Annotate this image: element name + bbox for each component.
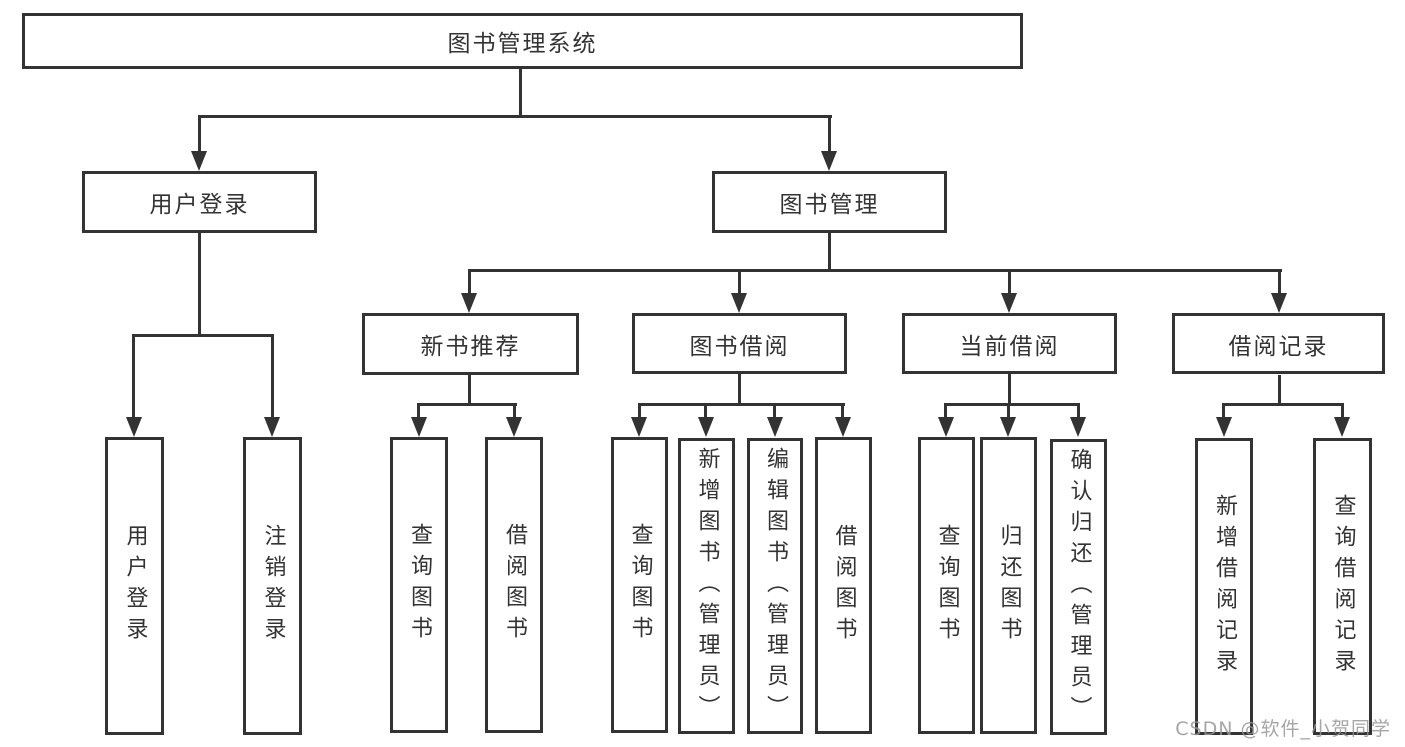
leaf-borrow-books-borrowing: 借阅图书 — [815, 437, 872, 734]
node-label: 用户登录 — [122, 524, 148, 648]
node-label: 图书管理 — [779, 192, 880, 218]
connector-root-stem — [519, 69, 522, 117]
connector-drop — [1278, 269, 1281, 295]
arrow-down-icon — [126, 417, 142, 437]
node-label: 借阅图书 — [831, 523, 857, 648]
arrow-down-icon — [1334, 417, 1350, 437]
connector-drop — [132, 334, 135, 419]
leaf-logout: 注销登录 — [243, 437, 302, 735]
arrow-down-icon — [411, 417, 427, 437]
node-label: 查询图书 — [407, 523, 432, 647]
connector-records-branch — [1222, 403, 1344, 406]
arrow-down-icon — [1070, 417, 1086, 437]
connector-drop — [738, 269, 741, 295]
arrow-down-icon — [821, 151, 837, 171]
connector-newbook-branch — [417, 403, 517, 406]
arrow-down-icon — [461, 293, 477, 313]
node-borrowing-records: 借阅记录 — [1172, 313, 1385, 374]
connector-drop — [841, 403, 844, 419]
connector-drop — [1341, 403, 1344, 419]
node-user-login: 用户登录 — [82, 171, 317, 233]
arrow-down-icon — [731, 293, 747, 313]
node-new-book-recommend: 新书推荐 — [362, 313, 579, 375]
node-book-borrowing: 图书借阅 — [632, 313, 847, 374]
node-label: 用户登录 — [149, 192, 250, 218]
node-label: 新增借阅记录 — [1212, 493, 1237, 680]
connector-drop — [417, 403, 420, 419]
node-label: 编辑图书（管理员） — [763, 446, 788, 726]
leaf-return-books: 归还图书 — [980, 437, 1037, 734]
node-label: 确认归还（管理员） — [1066, 447, 1092, 727]
connector-drop — [198, 115, 201, 153]
node-label: 图书借阅 — [689, 333, 790, 360]
arrow-down-icon — [1216, 417, 1232, 437]
connector-bookmgmt-stem — [828, 233, 831, 271]
arrow-down-icon — [1271, 293, 1287, 313]
connector-drop — [828, 115, 831, 153]
connector-records-stem — [1278, 375, 1281, 406]
leaf-add-books-admin: 新增图书（管理员） — [678, 438, 735, 734]
connector-drop — [704, 403, 707, 419]
arrow-down-icon — [506, 417, 522, 437]
arrow-down-icon — [631, 417, 647, 437]
node-library-system: 图书管理系统 — [22, 13, 1023, 69]
node-label: 注销登录 — [260, 524, 286, 648]
node-label: 新书推荐 — [420, 334, 521, 360]
connector-drop — [468, 269, 471, 295]
node-label: 新增图书（管理员） — [694, 446, 720, 726]
connector-newbook-stem — [468, 375, 471, 406]
node-label: 归还图书 — [996, 523, 1022, 648]
node-label: 查询图书 — [627, 523, 653, 647]
node-current-borrowing: 当前借阅 — [902, 313, 1117, 374]
connector-drop — [271, 334, 274, 419]
arrow-down-icon — [698, 417, 714, 437]
connector-userlogin-branch — [132, 334, 274, 337]
connector-drop — [1008, 269, 1011, 295]
leaf-borrow-books-recommend: 借阅图书 — [485, 437, 543, 733]
connector-drop — [513, 403, 516, 419]
node-label: 图书管理系统 — [447, 31, 598, 57]
node-label: 借阅图书 — [502, 523, 527, 647]
arrow-down-icon — [1001, 293, 1017, 313]
leaf-query-books-recommend: 查询图书 — [390, 437, 448, 733]
leaf-query-books-borrowing: 查询图书 — [611, 437, 668, 733]
leaf-confirm-return-admin: 确认归还（管理员） — [1050, 439, 1107, 735]
node-label: 查询借阅记录 — [1330, 493, 1356, 680]
node-label: 查询图书 — [934, 523, 960, 648]
connector-userlogin-stem — [198, 233, 201, 337]
connector-drop — [1007, 403, 1010, 419]
csdn-watermark: CSDN @软件_小贺同学 — [1175, 718, 1391, 740]
connector-drop — [1222, 403, 1225, 419]
connector-current-branch — [945, 403, 1080, 406]
connector-root-branch — [198, 115, 832, 118]
node-book-management: 图书管理 — [712, 171, 947, 233]
arrow-down-icon — [938, 417, 954, 437]
arrow-down-icon — [264, 417, 280, 437]
connector-drop — [944, 403, 947, 419]
connector-current-stem — [1008, 374, 1011, 406]
node-label: 当前借阅 — [959, 333, 1060, 360]
connector-borrowing-branch — [638, 403, 845, 406]
connector-drop — [638, 403, 641, 419]
connector-drop — [773, 403, 776, 419]
connector-bookmgmt-branch — [468, 269, 1282, 272]
arrow-down-icon — [767, 417, 783, 437]
connector-borrowing-stem — [738, 374, 741, 406]
connector-drop — [1077, 403, 1080, 419]
arrow-down-icon — [191, 151, 207, 171]
leaf-query-borrow-record: 查询借阅记录 — [1313, 438, 1372, 735]
leaf-user-login: 用户登录 — [105, 437, 164, 735]
leaf-add-borrow-record: 新增借阅记录 — [1195, 438, 1253, 735]
arrow-down-icon — [1000, 417, 1016, 437]
leaf-query-books-current: 查询图书 — [918, 437, 975, 734]
node-label: 借阅记录 — [1228, 333, 1329, 360]
arrow-down-icon — [835, 417, 851, 437]
leaf-edit-books-admin: 编辑图书（管理员） — [747, 438, 803, 734]
